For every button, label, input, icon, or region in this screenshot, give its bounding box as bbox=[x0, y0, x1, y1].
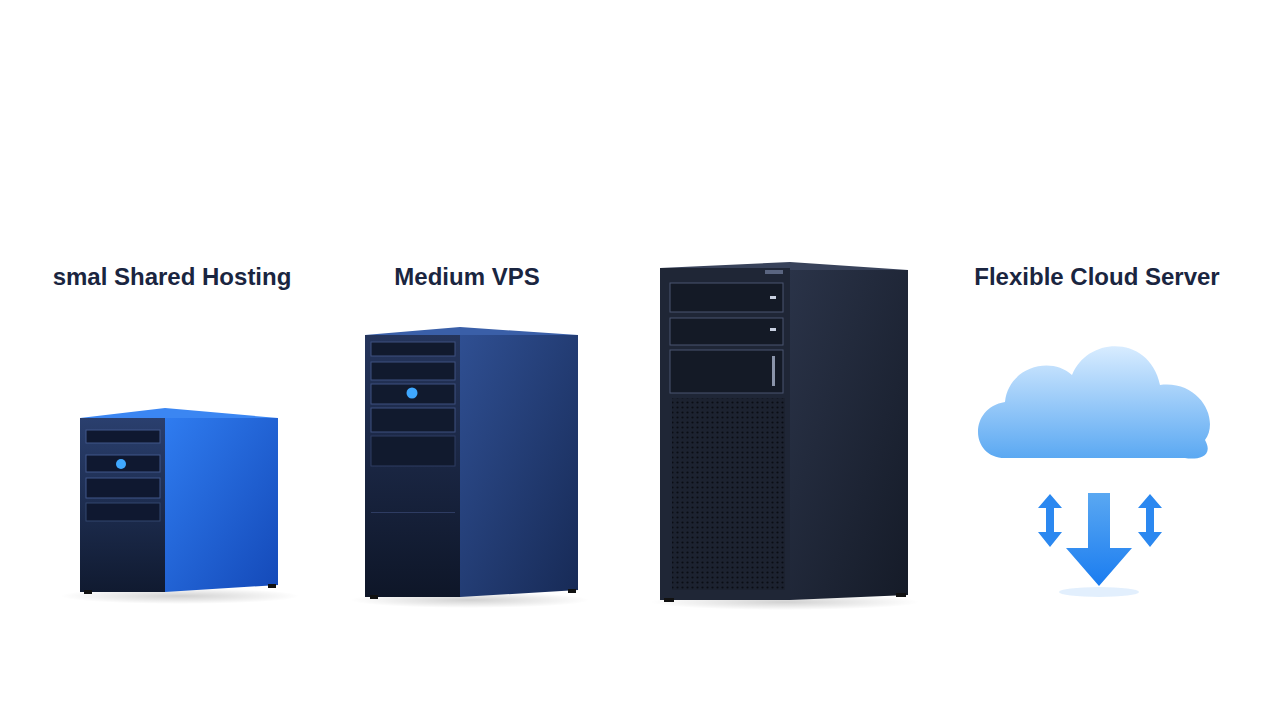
tier-label: Medium VPS bbox=[394, 263, 539, 291]
tier-label: smal Shared Hosting bbox=[53, 263, 292, 291]
tier-label: Flexible Cloud Server bbox=[974, 263, 1219, 291]
